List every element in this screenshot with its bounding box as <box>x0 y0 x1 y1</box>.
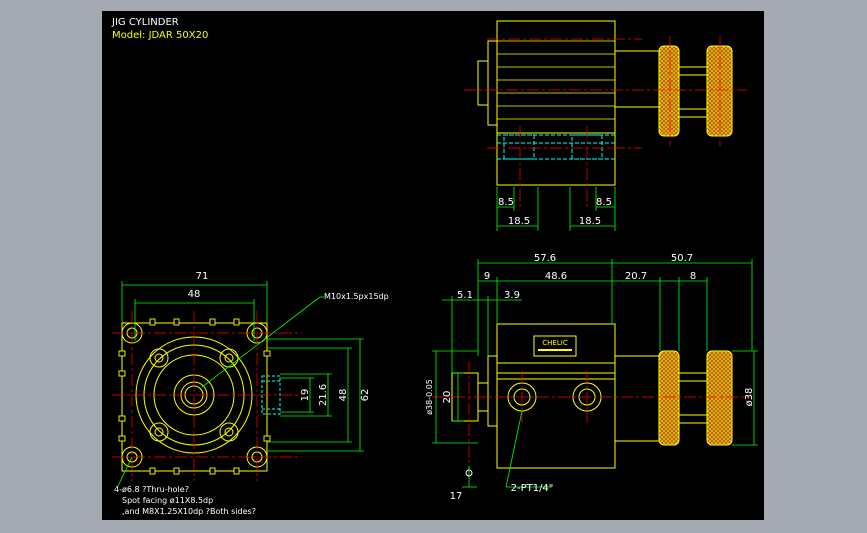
dim-side-20-7: 20.7 <box>625 271 647 282</box>
dim-front-width-71: 71 <box>196 271 209 282</box>
dim-side-3-9: 3.9 <box>504 290 520 301</box>
dim-front-21-6: 21.6 <box>318 384 329 406</box>
dim-side-8: 8 <box>690 271 696 282</box>
dim-side-48-6: 48.6 <box>545 271 567 282</box>
dim-side-50-7: 50.7 <box>671 253 693 264</box>
dim-front-pitch-48: 48 <box>188 289 201 300</box>
brand-label: CHELIC <box>542 339 568 347</box>
drawing-title: JIG CYLINDER <box>112 17 179 28</box>
port-note: 2-PT1/4" <box>511 483 554 494</box>
dim-front-height-62: 62 <box>360 389 371 402</box>
note-hole-2: Spot facing ø11X8.5dp <box>122 496 213 505</box>
dim-top-18-5-right: 18.5 <box>579 216 601 227</box>
model-label: Model: JDAR 50X20 <box>112 30 209 41</box>
dim-front-19: 19 <box>300 389 311 402</box>
drawing-canvas: JIG CYLINDER Model: JDAR 50X20 <box>102 11 764 520</box>
top-view: 8.5 8.5 18.5 18.5 <box>464 20 747 231</box>
note-hole-3: ,and M8X1.25X10dp ?Both sides? <box>122 507 256 516</box>
dim-side-57-6: 57.6 <box>534 253 556 264</box>
dim-side-knob-dia: ø38 <box>744 388 755 407</box>
dim-top-8-5-right: 8.5 <box>596 197 612 208</box>
dim-top-18-5-left: 18.5 <box>508 216 530 227</box>
dim-side-20: 20 <box>442 391 453 404</box>
dim-side-9: 9 <box>484 271 490 282</box>
side-view: CHELIC <box>425 253 758 502</box>
dim-front-pitch-v-48: 48 <box>338 389 349 402</box>
note-hole-1: 4-ø6.8 ?Thru-hole? <box>114 485 189 494</box>
dim-side-5-1: 5.1 <box>457 290 473 301</box>
note-thread: M10x1.5px15dp <box>324 292 389 301</box>
front-view: 71 48 62 48 21.6 19 M10x1.5px15dp 4-ø6.8… <box>112 271 389 516</box>
dim-side-17: 17 <box>450 491 463 502</box>
cad-drawing: 8.5 8.5 18.5 18.5 <box>112 20 758 516</box>
dim-top-8-5-left: 8.5 <box>498 197 514 208</box>
dim-side-rod-dia: ø38-0.05 <box>425 379 434 415</box>
